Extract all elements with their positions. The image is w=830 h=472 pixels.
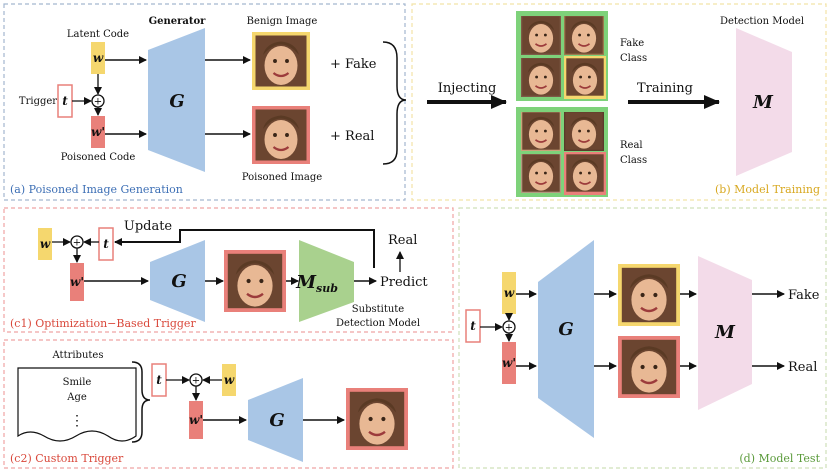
poisoned-code-w: w' <box>91 125 105 139</box>
d-fake-label: Fake <box>788 288 820 303</box>
panel-c1-border <box>3 207 454 333</box>
c1-msub-M: Msub <box>295 272 338 295</box>
c2-custom-image <box>346 388 408 450</box>
c2-w-box <box>222 364 236 396</box>
latent-code-label: Latent Code <box>67 29 129 40</box>
d-wprime-box <box>502 342 516 384</box>
d-wprime: w' <box>502 356 516 370</box>
plus-real-label: + Real <box>330 129 374 144</box>
c1-predict-label: Predict <box>380 275 428 290</box>
c1-substitute-label-line2: Detection Model <box>336 318 420 329</box>
d-t: t <box>470 319 476 333</box>
panel-a-border <box>3 3 406 201</box>
c1-substitute-model <box>299 240 354 322</box>
c2-wprime-box <box>189 401 203 439</box>
fake-class-grid <box>516 11 608 101</box>
poisoned-code-label: Poisoned Code <box>61 152 136 163</box>
fake-class-label-line2: Class <box>620 53 647 64</box>
d-poisoned-image <box>618 336 680 398</box>
c2-brace <box>131 361 151 443</box>
c1-update-label: Update <box>124 219 173 234</box>
d-generator <box>538 240 594 438</box>
latent-code-w: w <box>93 51 104 65</box>
trigger-label: Trigger <box>19 96 57 107</box>
generator-label: Generator <box>149 16 207 27</box>
c2-dots: ⋮ <box>70 413 84 429</box>
c1-wprime-box <box>70 263 84 301</box>
d-detection-model-M: M <box>714 322 736 343</box>
c1-wprime: w' <box>70 275 84 289</box>
poisoned-code-w-box <box>91 116 105 148</box>
plus-sign-a: + <box>94 97 102 108</box>
real-class-grid <box>516 107 608 197</box>
detection-model-b-M: M <box>752 92 774 113</box>
panel-d-caption: (d) Model Test <box>739 452 820 465</box>
d-generator-G: G <box>558 319 573 340</box>
c1-t-box <box>98 227 114 261</box>
generator-a-G: G <box>169 91 184 112</box>
c2-plus-sign: + <box>192 376 200 387</box>
c1-substitute-label-line1: Substitute <box>352 304 405 315</box>
detection-model-label: Detection Model <box>720 16 804 27</box>
benign-image <box>252 32 310 90</box>
panel-d-border <box>458 207 827 469</box>
c2-attributes-doc <box>17 367 137 442</box>
d-benign-image <box>618 264 680 326</box>
c1-plus-sign: + <box>73 238 81 249</box>
d-t-box <box>465 309 481 343</box>
c2-t: t <box>156 373 162 387</box>
c2-wprime: w' <box>189 413 203 427</box>
plus-fake-label: + Fake <box>330 57 377 72</box>
panel-c2-caption: (c2) Custom Trigger <box>10 452 124 465</box>
d-plus-sign: + <box>505 323 513 334</box>
c2-w: w <box>224 373 235 387</box>
d-w-box <box>502 272 516 314</box>
detection-model-b <box>736 28 792 176</box>
real-class-label-line2: Class <box>620 155 647 166</box>
benign-image-label: Benign Image <box>247 16 318 27</box>
poisoned-image <box>252 106 310 164</box>
d-w: w <box>504 286 515 300</box>
trigger-t: t <box>62 94 68 108</box>
c1-update-loop <box>114 229 375 268</box>
c2-generator <box>248 378 303 462</box>
real-class-label-line1: Real <box>620 140 643 151</box>
panel-b-border <box>411 3 827 201</box>
c1-poisoned-image <box>224 250 286 312</box>
c1-w-box <box>38 228 52 260</box>
c2-attributes-label: Attributes <box>52 350 104 361</box>
training-label: Training <box>637 81 693 96</box>
panel-b-caption: (b) Model Training <box>715 183 820 196</box>
d-detection-model <box>698 256 752 410</box>
c1-generator <box>150 240 205 322</box>
c1-real-label: Real <box>388 233 417 248</box>
poisoned-image-label: Poisoned Image <box>242 172 322 183</box>
injecting-label: Injecting <box>438 81 497 96</box>
panel-a-caption: (a) Poisoned Image Generation <box>10 183 183 196</box>
brace-a <box>382 41 407 165</box>
panel-c1-caption: (c1) Optimization−Based Trigger <box>10 317 196 330</box>
c2-smile: Smile <box>63 377 92 388</box>
fake-class-label-line1: Fake <box>620 38 644 49</box>
panel-c2-border <box>3 339 454 469</box>
generator-a <box>148 28 205 172</box>
c2-age: Age <box>66 392 87 403</box>
c1-w: w <box>40 237 51 251</box>
c1-generator-G: G <box>171 271 186 292</box>
c2-generator-G: G <box>269 410 284 431</box>
c1-t: t <box>103 237 109 251</box>
d-real-label: Real <box>788 360 817 375</box>
latent-code-w-box <box>91 42 105 74</box>
c1-msub-sub: sub <box>316 282 338 295</box>
